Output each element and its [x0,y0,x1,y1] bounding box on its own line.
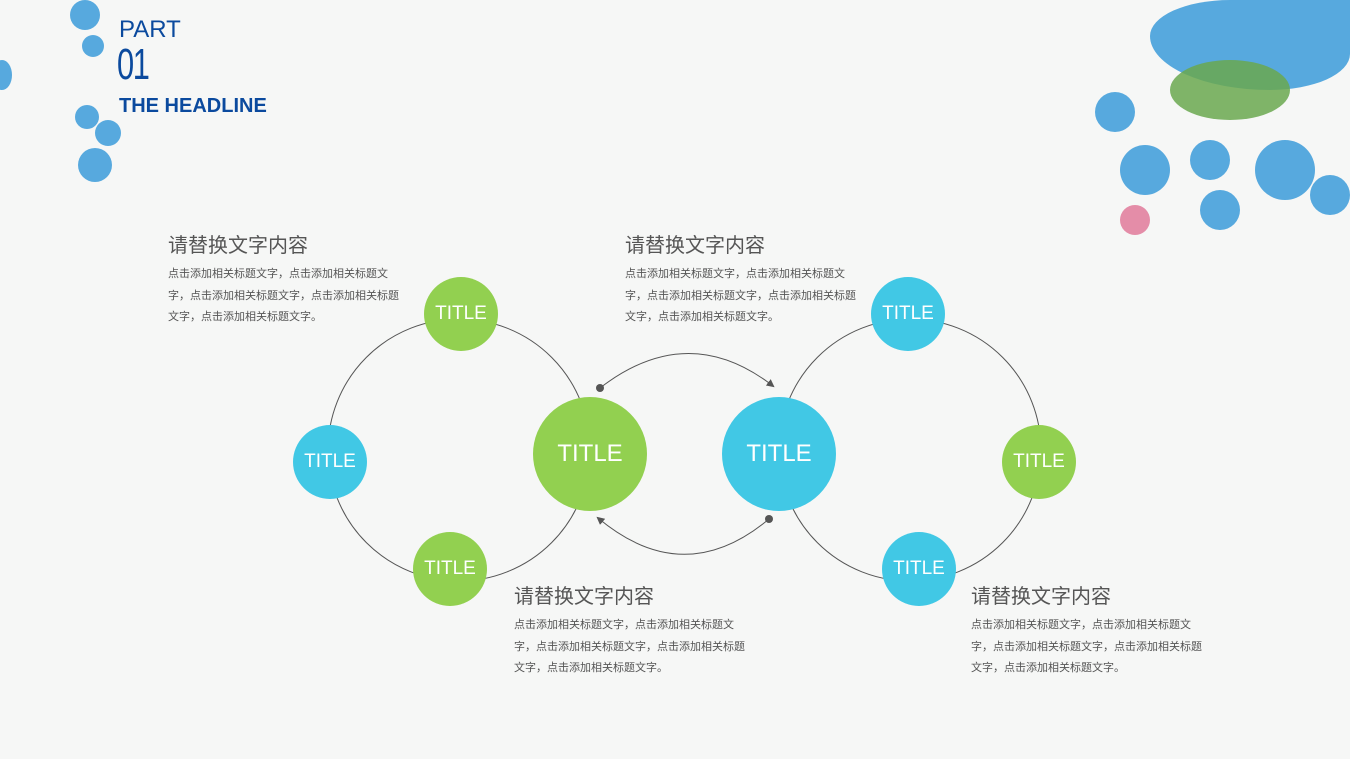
block-body: 点击添加相关标题文字，点击添加相关标题文字，点击添加相关标题文字，点击添加相关标… [625,268,856,323]
part-label: PART [119,16,181,43]
headline: THE HEADLINE [119,95,267,117]
node-right-right: TITLE [1002,425,1076,499]
node-center-right: TITLE [722,397,836,511]
text-block-1: 请替换文字内容点击添加相关标题文字，点击添加相关标题文字，点击添加相关标题文字，… [168,229,403,329]
node-right-top: TITLE [871,277,945,351]
block-body: 点击添加相关标题文字，点击添加相关标题文字，点击添加相关标题文字，点击添加相关标… [514,619,745,674]
node-center-left: TITLE [533,397,647,511]
node-left-top: TITLE [424,277,498,351]
block-heading: 请替换文字内容 [625,235,765,257]
block-heading: 请替换文字内容 [168,235,308,257]
block-heading: 请替换文字内容 [514,586,654,608]
block-heading: 请替换文字内容 [971,586,1111,608]
text-block-2: 请替换文字内容点击添加相关标题文字，点击添加相关标题文字，点击添加相关标题文字，… [625,229,860,329]
block-body: 点击添加相关标题文字，点击添加相关标题文字，点击添加相关标题文字，点击添加相关标… [971,619,1202,674]
top-arrow [599,353,775,389]
part-number: 01 [117,40,150,89]
bottom-arrow [596,516,770,555]
block-body: 点击添加相关标题文字，点击添加相关标题文字，点击添加相关标题文字，点击添加相关标… [168,268,399,323]
node-left-left: TITLE [293,425,367,499]
node-left-bottom: TITLE [413,532,487,606]
node-right-bottom: TITLE [882,532,956,606]
text-block-4: 请替换文字内容点击添加相关标题文字，点击添加相关标题文字，点击添加相关标题文字，… [971,580,1206,680]
text-block-3: 请替换文字内容点击添加相关标题文字，点击添加相关标题文字，点击添加相关标题文字，… [514,580,749,680]
